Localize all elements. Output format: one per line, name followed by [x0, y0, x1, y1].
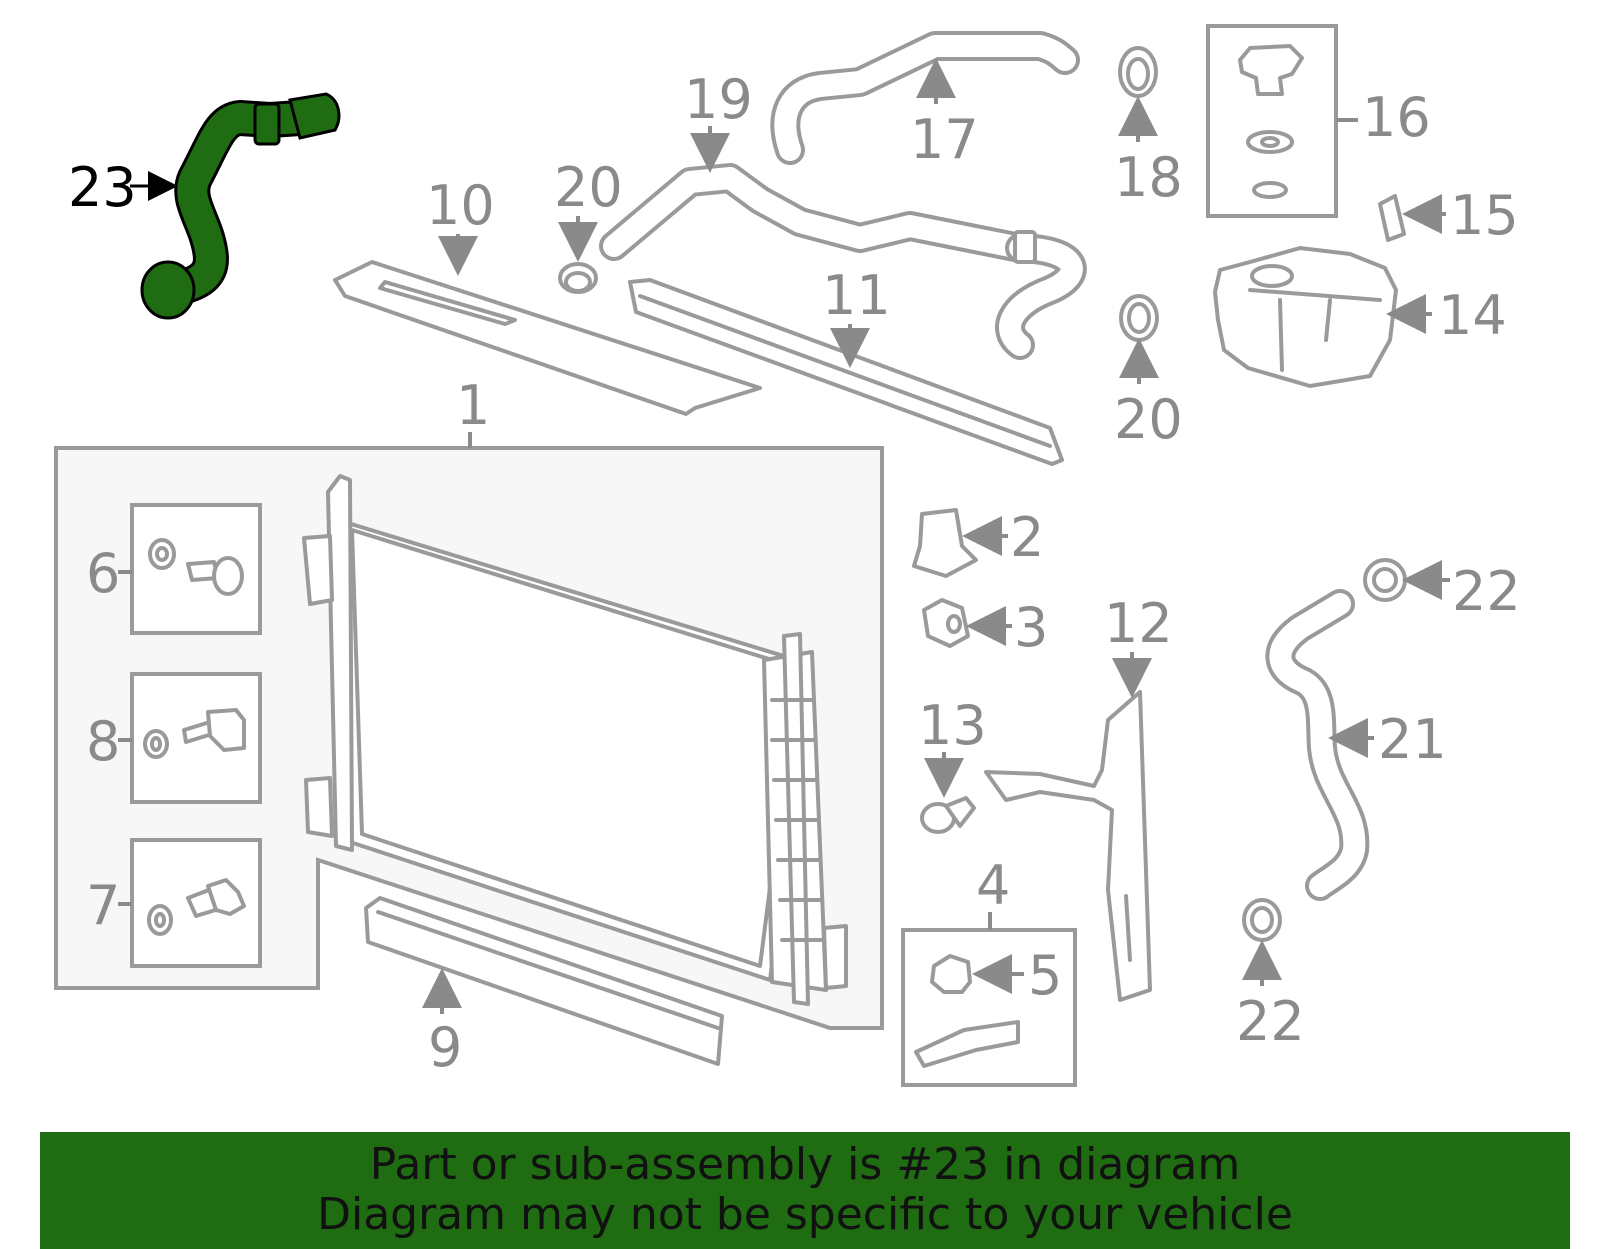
part-2-bracket: [912, 508, 978, 578]
part-13-push-pin: [920, 796, 976, 834]
callout-9: 9: [428, 1016, 462, 1079]
callout-11: 11: [822, 264, 891, 327]
callout-18: 18: [1114, 146, 1183, 209]
callout-2: 2: [1010, 506, 1044, 569]
callout-16: 16: [1362, 86, 1431, 149]
callout-22-top: 22: [1452, 560, 1521, 623]
callout-12: 12: [1104, 592, 1173, 655]
callout-20-left: 20: [554, 156, 623, 219]
callout-7: 7: [86, 874, 120, 937]
info-banner: Part or sub-assembly is #23 in diagram D…: [40, 1132, 1570, 1249]
part-17-hose: [770, 31, 1080, 165]
callout-13: 13: [918, 694, 987, 757]
part-19-hose: [599, 163, 1087, 360]
part-20-clamp-right: [1119, 294, 1159, 342]
callout-17: 17: [910, 108, 979, 171]
callout-15: 15: [1450, 184, 1519, 247]
callout-6: 6: [86, 542, 120, 605]
part-14-reservoir: [1213, 246, 1398, 388]
callout-22-bottom: 22: [1236, 990, 1305, 1053]
part-7-plug-kit: [130, 838, 262, 968]
part-23-radiator-hose[interactable]: [140, 92, 341, 320]
part-20-clamp-left: [558, 262, 598, 294]
callout-8: 8: [86, 710, 120, 773]
part-21-hose: [1265, 589, 1370, 901]
part-12-air-guide: [984, 690, 1152, 1002]
part-18-clamp: [1118, 46, 1158, 98]
callout-3: 3: [1014, 596, 1048, 659]
banner-line-part: Part or sub-assembly is #23 in diagram: [369, 1139, 1241, 1190]
part-1-radiator-assembly: [54, 446, 884, 1030]
part-11-seal-strip: [628, 278, 1064, 466]
callout-4: 4: [976, 854, 1010, 917]
part-16-cap-kit: [1206, 24, 1338, 218]
callout-5: 5: [1028, 944, 1062, 1007]
callout-14: 14: [1438, 284, 1507, 347]
callout-19: 19: [684, 68, 753, 131]
callout-10: 10: [426, 174, 495, 237]
part-9-lower-baffle: [364, 896, 724, 1066]
part-15-clip: [1378, 194, 1406, 242]
part-3-insulator: [922, 598, 970, 648]
part-22-clamp-bottom: [1242, 898, 1282, 942]
callout-23: 23: [68, 156, 137, 219]
banner-line-disclaimer: Diagram may not be specific to your vehi…: [317, 1189, 1293, 1240]
part-6-bolt-kit: [130, 503, 262, 635]
part-22-clamp-top: [1363, 558, 1407, 602]
part-8-pin-kit: [130, 672, 262, 804]
callout-21: 21: [1378, 708, 1447, 771]
callout-20-right: 20: [1114, 388, 1183, 451]
callout-1: 1: [456, 374, 490, 437]
part-10-upper-baffle: [333, 260, 762, 416]
